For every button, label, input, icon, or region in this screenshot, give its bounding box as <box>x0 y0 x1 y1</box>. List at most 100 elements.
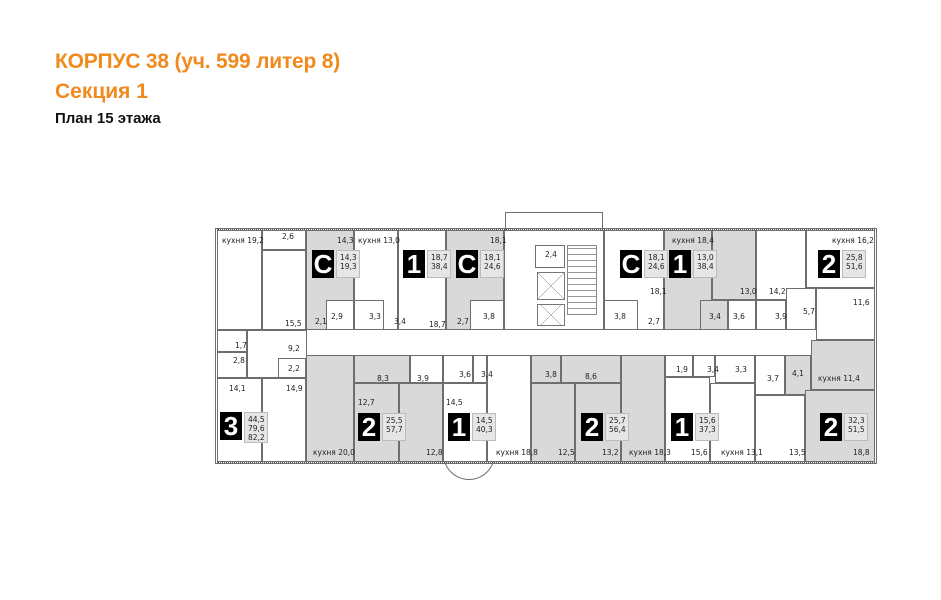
room-bath-3-8-bottom[interactable] <box>531 355 561 383</box>
room-2-6[interactable] <box>262 230 306 250</box>
room-label: 18,7 <box>429 320 446 329</box>
room-hall-5-7[interactable] <box>786 288 816 330</box>
room-bath-2-9[interactable] <box>326 300 354 330</box>
room-label: 3,8 <box>545 370 557 379</box>
room-15-5[interactable] <box>262 250 306 330</box>
room-label: 3,4 <box>394 317 406 326</box>
room-bath-3-3-bottom[interactable] <box>715 355 755 383</box>
building-title: КОРПУС 38 (уч. 599 литер 8) <box>55 50 341 73</box>
room-11-6[interactable] <box>816 288 875 340</box>
apartment-type: C <box>312 249 334 279</box>
room-label: 2,2 <box>288 364 300 373</box>
room-label: 3,8 <box>614 312 626 321</box>
apartment-type: 1 <box>671 413 693 441</box>
room-bath-3-9[interactable] <box>756 300 786 330</box>
room-kitchen-18-3[interactable] <box>621 355 665 462</box>
room-label: 3,6 <box>459 370 471 379</box>
room-label: 2,9 <box>331 312 343 321</box>
building-outline <box>215 228 877 464</box>
apartment-type: 1 <box>669 250 691 278</box>
room-label: 5,7 <box>803 307 815 316</box>
room-label: 3,9 <box>775 312 787 321</box>
room-hall-3-4[interactable] <box>700 300 728 330</box>
room-kitchen-20-0[interactable] <box>306 355 354 462</box>
room-label: 14,9 <box>286 384 303 393</box>
room-bath-3-8-right[interactable] <box>604 300 638 330</box>
room-label: кухня 13,0 <box>358 236 400 245</box>
apartment-type: 2 <box>820 413 842 441</box>
room-label: кухня 20,0 <box>313 448 355 457</box>
room-18-7[interactable] <box>398 230 446 330</box>
room-kitchen-19-2[interactable] <box>217 230 262 330</box>
room-label: 12,8 <box>426 448 443 457</box>
room-bath-3-3[interactable] <box>354 300 384 330</box>
room-hall-3-4-bottom[interactable] <box>473 355 487 383</box>
room-bath-3-9-bottom[interactable] <box>410 355 443 383</box>
room-label: 9,2 <box>288 344 300 353</box>
room-label: 2,1 <box>315 317 327 326</box>
room-hall-8-6[interactable] <box>561 355 621 383</box>
room-label: 3,4 <box>481 370 493 379</box>
room-label: 3,6 <box>733 312 745 321</box>
room-label: 8,3 <box>377 374 389 383</box>
room-1-9[interactable] <box>665 355 693 377</box>
room-label: 18,1 <box>650 287 667 296</box>
room-bath-3-8-left[interactable] <box>470 300 504 330</box>
room-kitchen-18-8[interactable] <box>487 355 531 462</box>
room-bath-3-6-bottom[interactable] <box>443 355 473 383</box>
corridor <box>330 330 800 355</box>
room-hall-4-1[interactable] <box>785 355 811 395</box>
staircase <box>567 245 597 315</box>
section-title: Секция 1 <box>55 80 148 103</box>
room-hall-8-3[interactable] <box>354 355 410 383</box>
room-2-4[interactable] <box>535 245 565 268</box>
room-label: 14,5 <box>446 398 463 407</box>
room-12-5[interactable] <box>531 383 575 462</box>
room-label: кухня 18,3 <box>629 448 671 457</box>
apartment-type: 3 <box>220 412 242 440</box>
floor-plan-title: План 15 этажа <box>55 110 161 127</box>
room-label: 8,6 <box>585 372 597 381</box>
room-label: 3,7 <box>767 374 779 383</box>
room-kitchen-11-4[interactable] <box>811 340 875 390</box>
room-bath-3-7[interactable] <box>755 355 785 395</box>
room-label: 15,6 <box>691 448 708 457</box>
room-label: 12,5 <box>558 448 575 457</box>
room-label: 4,1 <box>792 369 804 378</box>
room-label: кухня 11,4 <box>818 374 860 383</box>
room-label: 18,1 <box>490 236 507 245</box>
apartment-type: 1 <box>448 413 470 441</box>
room-bath-2-8[interactable] <box>217 352 247 378</box>
room-bath-1-7[interactable] <box>217 330 247 352</box>
room-14-9[interactable] <box>262 378 306 462</box>
apartment-type: 2 <box>818 250 840 278</box>
room-hall-3-4-b2[interactable] <box>693 355 715 377</box>
room-13-5[interactable] <box>755 395 805 462</box>
room-label: 2,7 <box>457 317 469 326</box>
room-label: 14,1 <box>229 384 246 393</box>
room-label: 11,6 <box>853 298 870 307</box>
room-bath-3-6[interactable] <box>728 300 756 330</box>
room-2-2[interactable] <box>278 358 306 378</box>
apartment-type: 2 <box>358 413 380 441</box>
room-label: 14,3 <box>337 236 354 245</box>
